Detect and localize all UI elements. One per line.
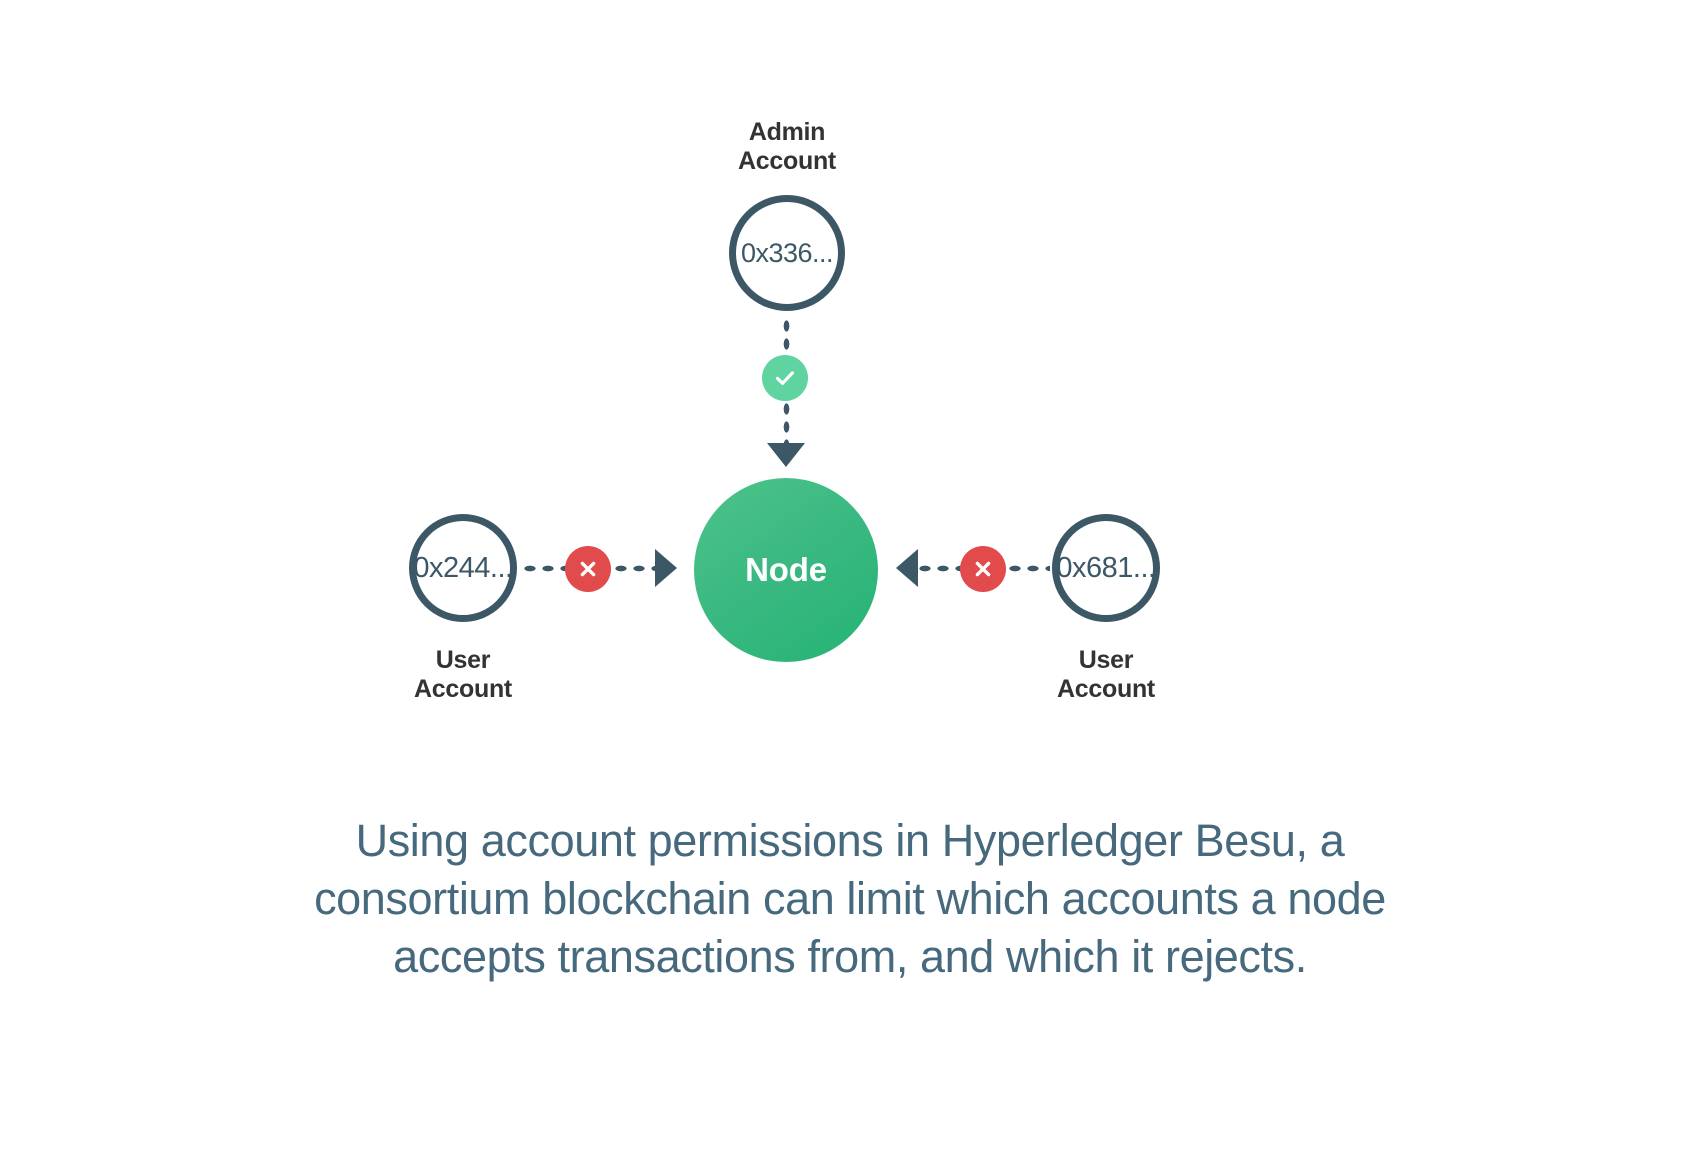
user-left-to-node-dotted-line-outer [521, 564, 566, 573]
user-right-account-circle[interactable]: 0x681... [1052, 514, 1160, 622]
admin-to-node-dotted-line-lower [782, 400, 791, 448]
user-left-account-label-line2: Account [414, 675, 512, 704]
user-left-to-node-dotted-line-inner [612, 564, 657, 573]
check-icon [762, 355, 808, 401]
diagram-caption: Using account permissions in Hyperledger… [150, 812, 1550, 986]
admin-account-label-line1: Admin [748, 118, 826, 146]
admin-account-circle[interactable]: 0x336... [729, 195, 845, 311]
user-right-account-label-line2: Account [1057, 675, 1155, 704]
user-left-account-label-line1: User [435, 646, 491, 674]
x-icon-right [960, 546, 1006, 592]
node-label: Node [745, 551, 827, 588]
arrow-right-icon [655, 549, 677, 587]
admin-to-node-dotted-line-upper [782, 317, 791, 359]
user-right-to-node-dotted-line-inner [916, 564, 961, 573]
arrow-left-icon [896, 549, 918, 587]
user-left-account-circle[interactable]: 0x244... [409, 514, 517, 622]
user-left-account-address: 0x244... [413, 551, 513, 584]
admin-account-label-line2: Account [738, 147, 836, 176]
diagram-stage: Admin Account 0x336... 0x244... User Acc… [313, 118, 1256, 705]
user-left-account-label: User Account [313, 646, 613, 705]
user-right-account-label: User Account [956, 646, 1256, 705]
caption-line-2: consortium blockchain can limit which ac… [314, 873, 1386, 925]
node-circle[interactable]: Node [694, 478, 878, 662]
user-right-account-label-line1: User [1078, 646, 1134, 674]
user-right-to-node-dotted-line-outer [1006, 564, 1050, 573]
x-icon-left [565, 546, 611, 592]
admin-account-label: Admin Account [637, 118, 937, 177]
admin-account-address: 0x336... [740, 237, 834, 268]
user-right-account-address: 0x681... [1056, 551, 1156, 584]
caption-line-3: accepts transactions from, and which it … [393, 931, 1307, 983]
arrow-down-icon [767, 443, 805, 467]
caption-line-1: Using account permissions in Hyperledger… [355, 815, 1345, 866]
